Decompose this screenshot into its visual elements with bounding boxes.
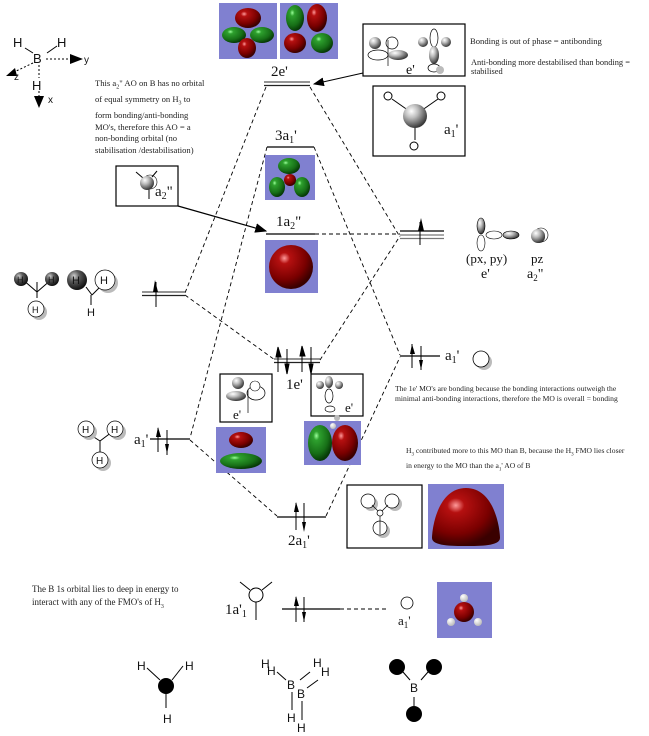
svg-text:B: B (287, 678, 295, 692)
svg-text:H: H (82, 425, 89, 436)
label-pz: pz (531, 251, 544, 266)
level-2e-prime: 2e' (264, 64, 310, 87)
mo-render-1a2 (265, 240, 318, 293)
note-b1s-deep: The B 1s orbital lies to deep in energy … (32, 584, 179, 610)
axis-atom-h3: H (32, 78, 41, 93)
label-1a2: 1a (276, 214, 291, 230)
note-a2-nonbonding: This a2" AO on B has no orbital of equal… (95, 78, 205, 155)
label-1a1: 1a' (225, 602, 242, 618)
axis-atom-b: B (33, 51, 42, 66)
label-2e: 2e' (271, 64, 288, 80)
svg-text:H: H (48, 275, 55, 285)
svg-text:H: H (87, 307, 95, 319)
svg-text:a1': a1' (398, 613, 411, 630)
axis-z-label: z (14, 72, 19, 83)
h3-a1-level: a1' (134, 427, 190, 455)
level-2a1-prime: 2a1' (277, 502, 326, 551)
box-2a1-h3 (346, 484, 423, 549)
svg-text:H: H (17, 275, 24, 285)
svg-text:H: H (111, 425, 118, 436)
label-box-a2: a (155, 184, 162, 200)
mo-render-2e-a (219, 3, 277, 59)
svg-text:H: H (100, 275, 108, 287)
svg-text:H: H (32, 305, 39, 315)
note-bonding-out-of-phase: Bonding is out of phase = antibonding (470, 36, 602, 46)
svg-text:a1': a1' (134, 432, 149, 450)
label-box-e1: e' (406, 63, 415, 78)
svg-text:1a2": 1a2" (276, 214, 301, 232)
axis-y-label: y (84, 55, 89, 66)
molecule-b-dots: B (389, 659, 442, 722)
svg-text:2a1': 2a1' (288, 533, 310, 551)
note-h3-contributed: H3 contributed more to this MO than B, b… (406, 446, 625, 473)
svg-text:H: H (267, 664, 276, 678)
label-a1-h3: a (134, 432, 141, 448)
svg-text:H: H (261, 657, 270, 671)
label-a1-b: a (445, 348, 452, 364)
label-1e: 1e' (286, 377, 303, 393)
arrow-box-to-2e (312, 72, 364, 87)
level-1e-prime: 1e' (274, 345, 320, 393)
svg-text:H: H (297, 721, 306, 735)
svg-text:H: H (137, 659, 146, 673)
svg-text:a1': a1' (444, 122, 459, 140)
label-e-prime-b: e' (481, 267, 490, 282)
molecule-h3-fragment: H H H (137, 659, 194, 726)
svg-text:H: H (321, 665, 330, 679)
svg-text:H: H (163, 712, 172, 726)
svg-text:B: B (297, 687, 305, 701)
boron-p-levels (400, 218, 444, 245)
svg-text:a2": a2" (527, 267, 543, 283)
boron-p-orbitals: (px, py) e' pz a2" (466, 217, 549, 283)
level-3a1-prime: 3a1' (267, 128, 314, 148)
arrow-a2-to-1a2 (177, 205, 268, 233)
label-box-a1: a (444, 122, 451, 138)
box-e-prime-bonding-right: e' (310, 373, 364, 421)
correlation-lines (184, 86, 401, 610)
molecule-bh3-overlap: H H H H B B H H (261, 656, 330, 735)
h3-e-level (142, 280, 185, 307)
note-antibonding-more: Anti-bonding more destabilised than bond… (471, 58, 630, 76)
label-3a1: 3a (275, 128, 290, 144)
mo-render-1e-b (304, 421, 361, 465)
box-e-prime-bonding-left: e' (219, 373, 273, 423)
svg-text:3a1': 3a1' (275, 128, 297, 146)
mo-render-2e-b (280, 3, 338, 59)
svg-text:a1': a1' (445, 348, 460, 366)
mo-render-3a1 (265, 155, 315, 200)
label-box-e2: e' (233, 407, 241, 422)
svg-text:a2": a2" (155, 184, 173, 202)
svg-text:H: H (72, 275, 80, 287)
label-2a1: 2a (288, 533, 303, 549)
label-box-e3: e' (345, 400, 353, 415)
h3-a1-orbital: H H H (77, 420, 126, 471)
box-a2-double-prime: a2" (115, 165, 179, 207)
svg-text:H: H (287, 711, 296, 725)
boron-core-level: a1' (398, 596, 414, 630)
level-1a2-double-prime: 1a2" (266, 214, 315, 235)
box-e-prime-antibonding: e' (362, 23, 466, 78)
electron-arrows-1e (275, 345, 314, 375)
label-px-py: (px, py) (466, 251, 507, 266)
mo-render-1a1 (437, 582, 492, 638)
axis-x-label: x (48, 95, 53, 106)
coordinate-axes: H H B H y z x (6, 35, 89, 108)
mo-render-1e-a (216, 427, 266, 473)
svg-text:H: H (313, 656, 322, 670)
box-a1-prime-top: a1' (372, 85, 466, 157)
label-a1-core: a (398, 613, 404, 628)
axis-atom-h1: H (13, 35, 22, 50)
label-a2-b: a (527, 267, 534, 282)
boron-s-level: a1' (400, 344, 492, 370)
note-1e-bonding: The 1e' MO's are bonding because the bon… (395, 384, 618, 403)
h3-e-orbitals: H H H H H H (14, 269, 118, 320)
level-1a1-prime: 1a'1 (225, 581, 340, 622)
mo-render-2a1 (428, 484, 504, 549)
svg-text:H: H (96, 456, 103, 467)
svg-text:1a'1: 1a'1 (225, 602, 247, 620)
axis-atom-h2: H (57, 35, 66, 50)
svg-text:B: B (410, 681, 418, 695)
svg-text:H: H (185, 659, 194, 673)
